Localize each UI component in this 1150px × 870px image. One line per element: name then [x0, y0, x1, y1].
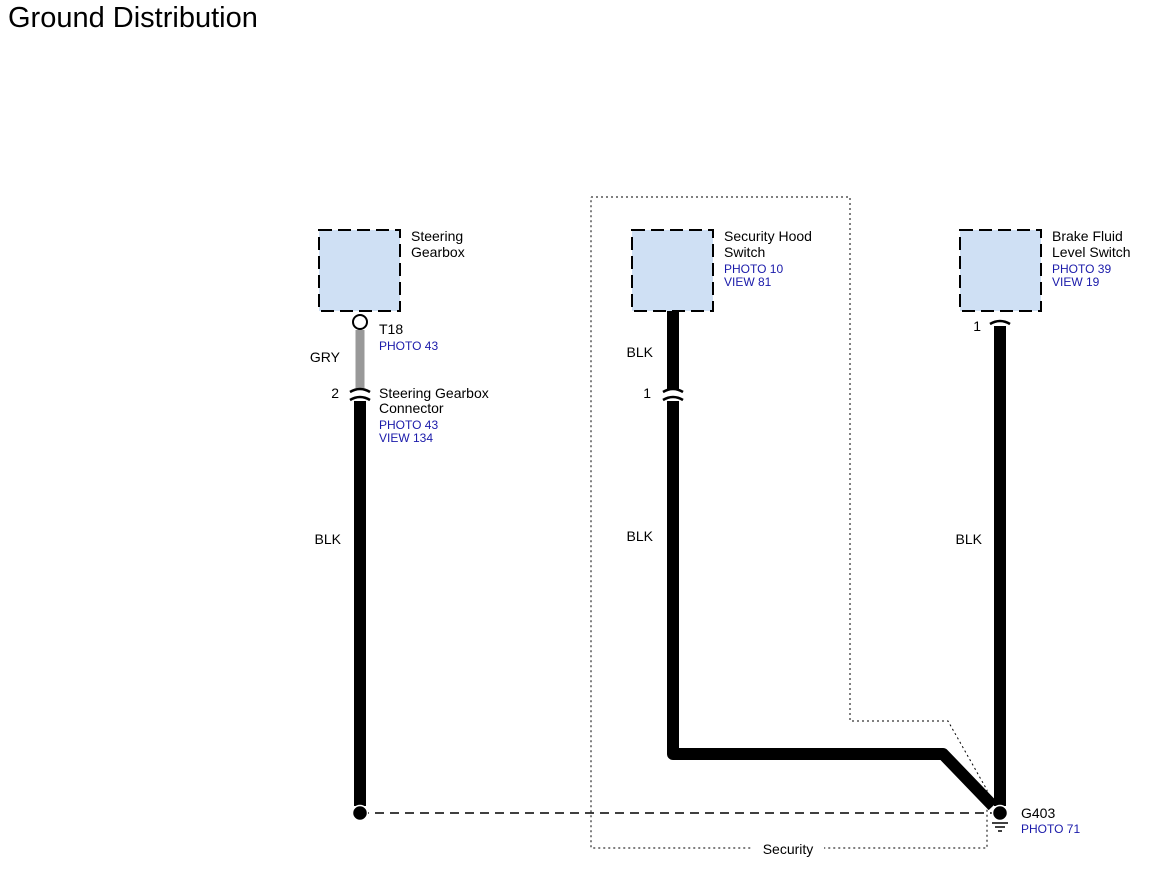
security-hood-photo-link[interactable]: PHOTO 10: [724, 262, 783, 276]
wire-blk-hood-lower-label: BLK: [627, 528, 654, 544]
steering-connector-pin: 2: [331, 385, 339, 401]
ground-g403-label: G403: [1021, 805, 1055, 821]
steering-connector-photo-link[interactable]: PHOTO 43: [379, 418, 438, 432]
wire-blk-hood-upper-label: BLK: [627, 344, 654, 360]
steering-gearbox-name-2: Gearbox: [411, 244, 465, 260]
steering-connector-name-1: Steering Gearbox: [379, 385, 489, 401]
t18-photo-link[interactable]: PHOTO 43: [379, 339, 438, 353]
brake-fluid-view-link[interactable]: VIEW 19: [1052, 275, 1100, 289]
steering-connector-view-link[interactable]: VIEW 134: [379, 431, 433, 445]
page-title: Ground Distribution: [8, 2, 258, 34]
security-hood-view-link[interactable]: VIEW 81: [724, 275, 772, 289]
brake-fluid-name-1: Brake Fluid: [1052, 228, 1123, 244]
brake-connector-mark: [989, 319, 1011, 326]
hood-connector-pin: 1: [643, 385, 651, 401]
steering-gearbox-component[interactable]: [318, 229, 401, 312]
ground-g403-photo-link[interactable]: PHOTO 71: [1021, 822, 1080, 836]
security-boundary-label: Security: [763, 841, 814, 857]
wire-blk-brake-label: BLK: [956, 531, 983, 547]
ground-symbol-icon: [991, 804, 1009, 832]
security-hood-switch-component[interactable]: [631, 229, 714, 312]
steering-connector-mark: [349, 387, 371, 402]
hood-connector-mark: [662, 387, 684, 402]
open-terminal-icon: [352, 314, 368, 330]
brake-fluid-switch-component[interactable]: [959, 229, 1042, 312]
terminal-t18-label: T18: [379, 321, 403, 337]
brake-fluid-photo-link[interactable]: PHOTO 39: [1052, 262, 1111, 276]
steering-connector-name-2: Connector: [379, 400, 444, 416]
security-hood-name-2: Switch: [724, 244, 765, 260]
wire-gry-label: GRY: [310, 349, 341, 365]
security-option-boundary: [590, 196, 988, 849]
wire-blk-steering-label: BLK: [315, 531, 342, 547]
brake-fluid-name-2: Level Switch: [1052, 244, 1131, 260]
steering-gearbox-name-1: Steering: [411, 228, 463, 244]
security-hood-name-1: Security Hood: [724, 228, 812, 244]
splice-dot-icon: [351, 804, 369, 822]
wire-blk-hood-lower: [667, 401, 998, 811]
brake-connector-pin: 1: [973, 318, 981, 334]
